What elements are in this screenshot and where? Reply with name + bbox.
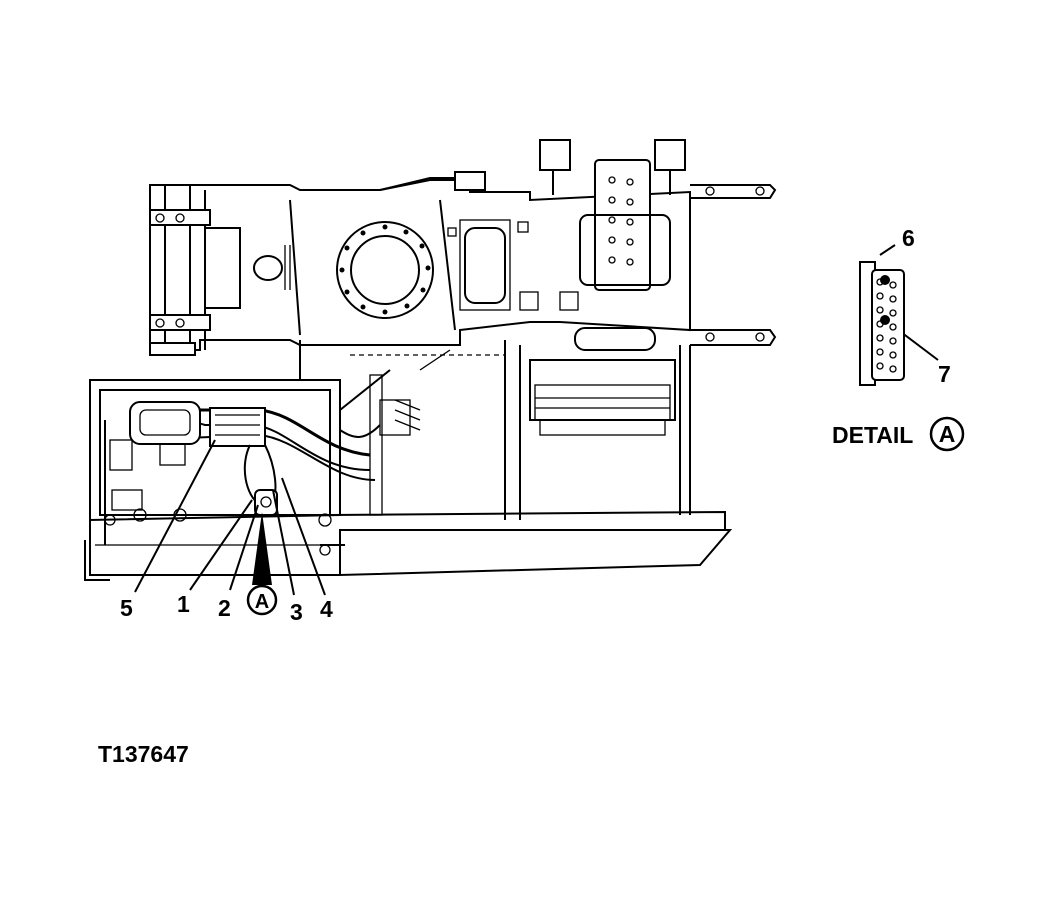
callout-7: 7	[938, 361, 951, 387]
callout-2: 2	[218, 595, 231, 621]
wiring-harness	[128, 401, 381, 516]
detail-a-inset	[859, 261, 905, 386]
connector-pins	[876, 278, 897, 373]
leader-lines	[134, 244, 939, 596]
pin-6-marker	[880, 275, 890, 285]
upper-frame	[149, 139, 777, 356]
valve-spools	[608, 176, 634, 266]
pin-7-marker	[880, 315, 890, 325]
callout-5: 5	[120, 595, 133, 621]
detail-marker-a: A	[246, 584, 278, 616]
bearing-bolt-holes	[339, 224, 431, 315]
callout-3: 3	[290, 599, 303, 625]
callout-1: 1	[177, 591, 190, 617]
detail-title-text: DETAIL	[832, 422, 913, 448]
lower-frame	[84, 340, 733, 581]
detail-title-letter: A	[939, 421, 956, 447]
callout-4: 4	[320, 596, 333, 622]
detail-a-title: DETAIL A	[832, 416, 965, 452]
svg-text:A: A	[255, 591, 269, 613]
callout-6: 6	[902, 225, 915, 251]
figure-id: T137647	[98, 741, 189, 767]
